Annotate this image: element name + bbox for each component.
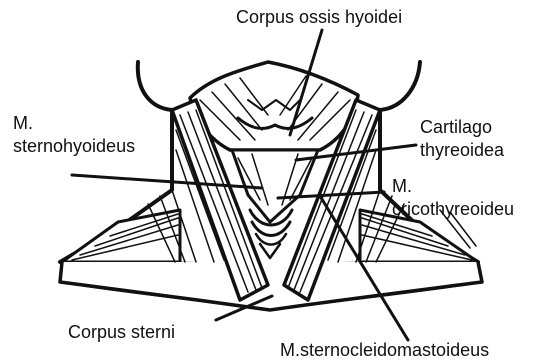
label-m-sternohyoideus-2: sternohyoideus [13, 136, 135, 157]
label-cartilago-1: Cartilago [420, 117, 492, 138]
label-cartilago-2: thyreoidea [420, 140, 504, 161]
label-corpus-sterni: Corpus sterni [68, 322, 175, 343]
label-m-cricothyreoideus-2: cricothyreoideu [392, 199, 514, 220]
label-m-cricothyreoideus-1: M. [392, 176, 412, 197]
hyoid-region [190, 62, 358, 150]
leader-m-sternohyoideus [72, 175, 262, 188]
label-corpus-ossis-hyoidei: Corpus ossis hyoidei [236, 7, 402, 28]
label-m-sternocleidomastoideus: M.sternocleidomastoideus [280, 340, 489, 361]
sternum-plate [60, 262, 482, 310]
label-m-sternohyoideus-1: M. [13, 113, 33, 134]
